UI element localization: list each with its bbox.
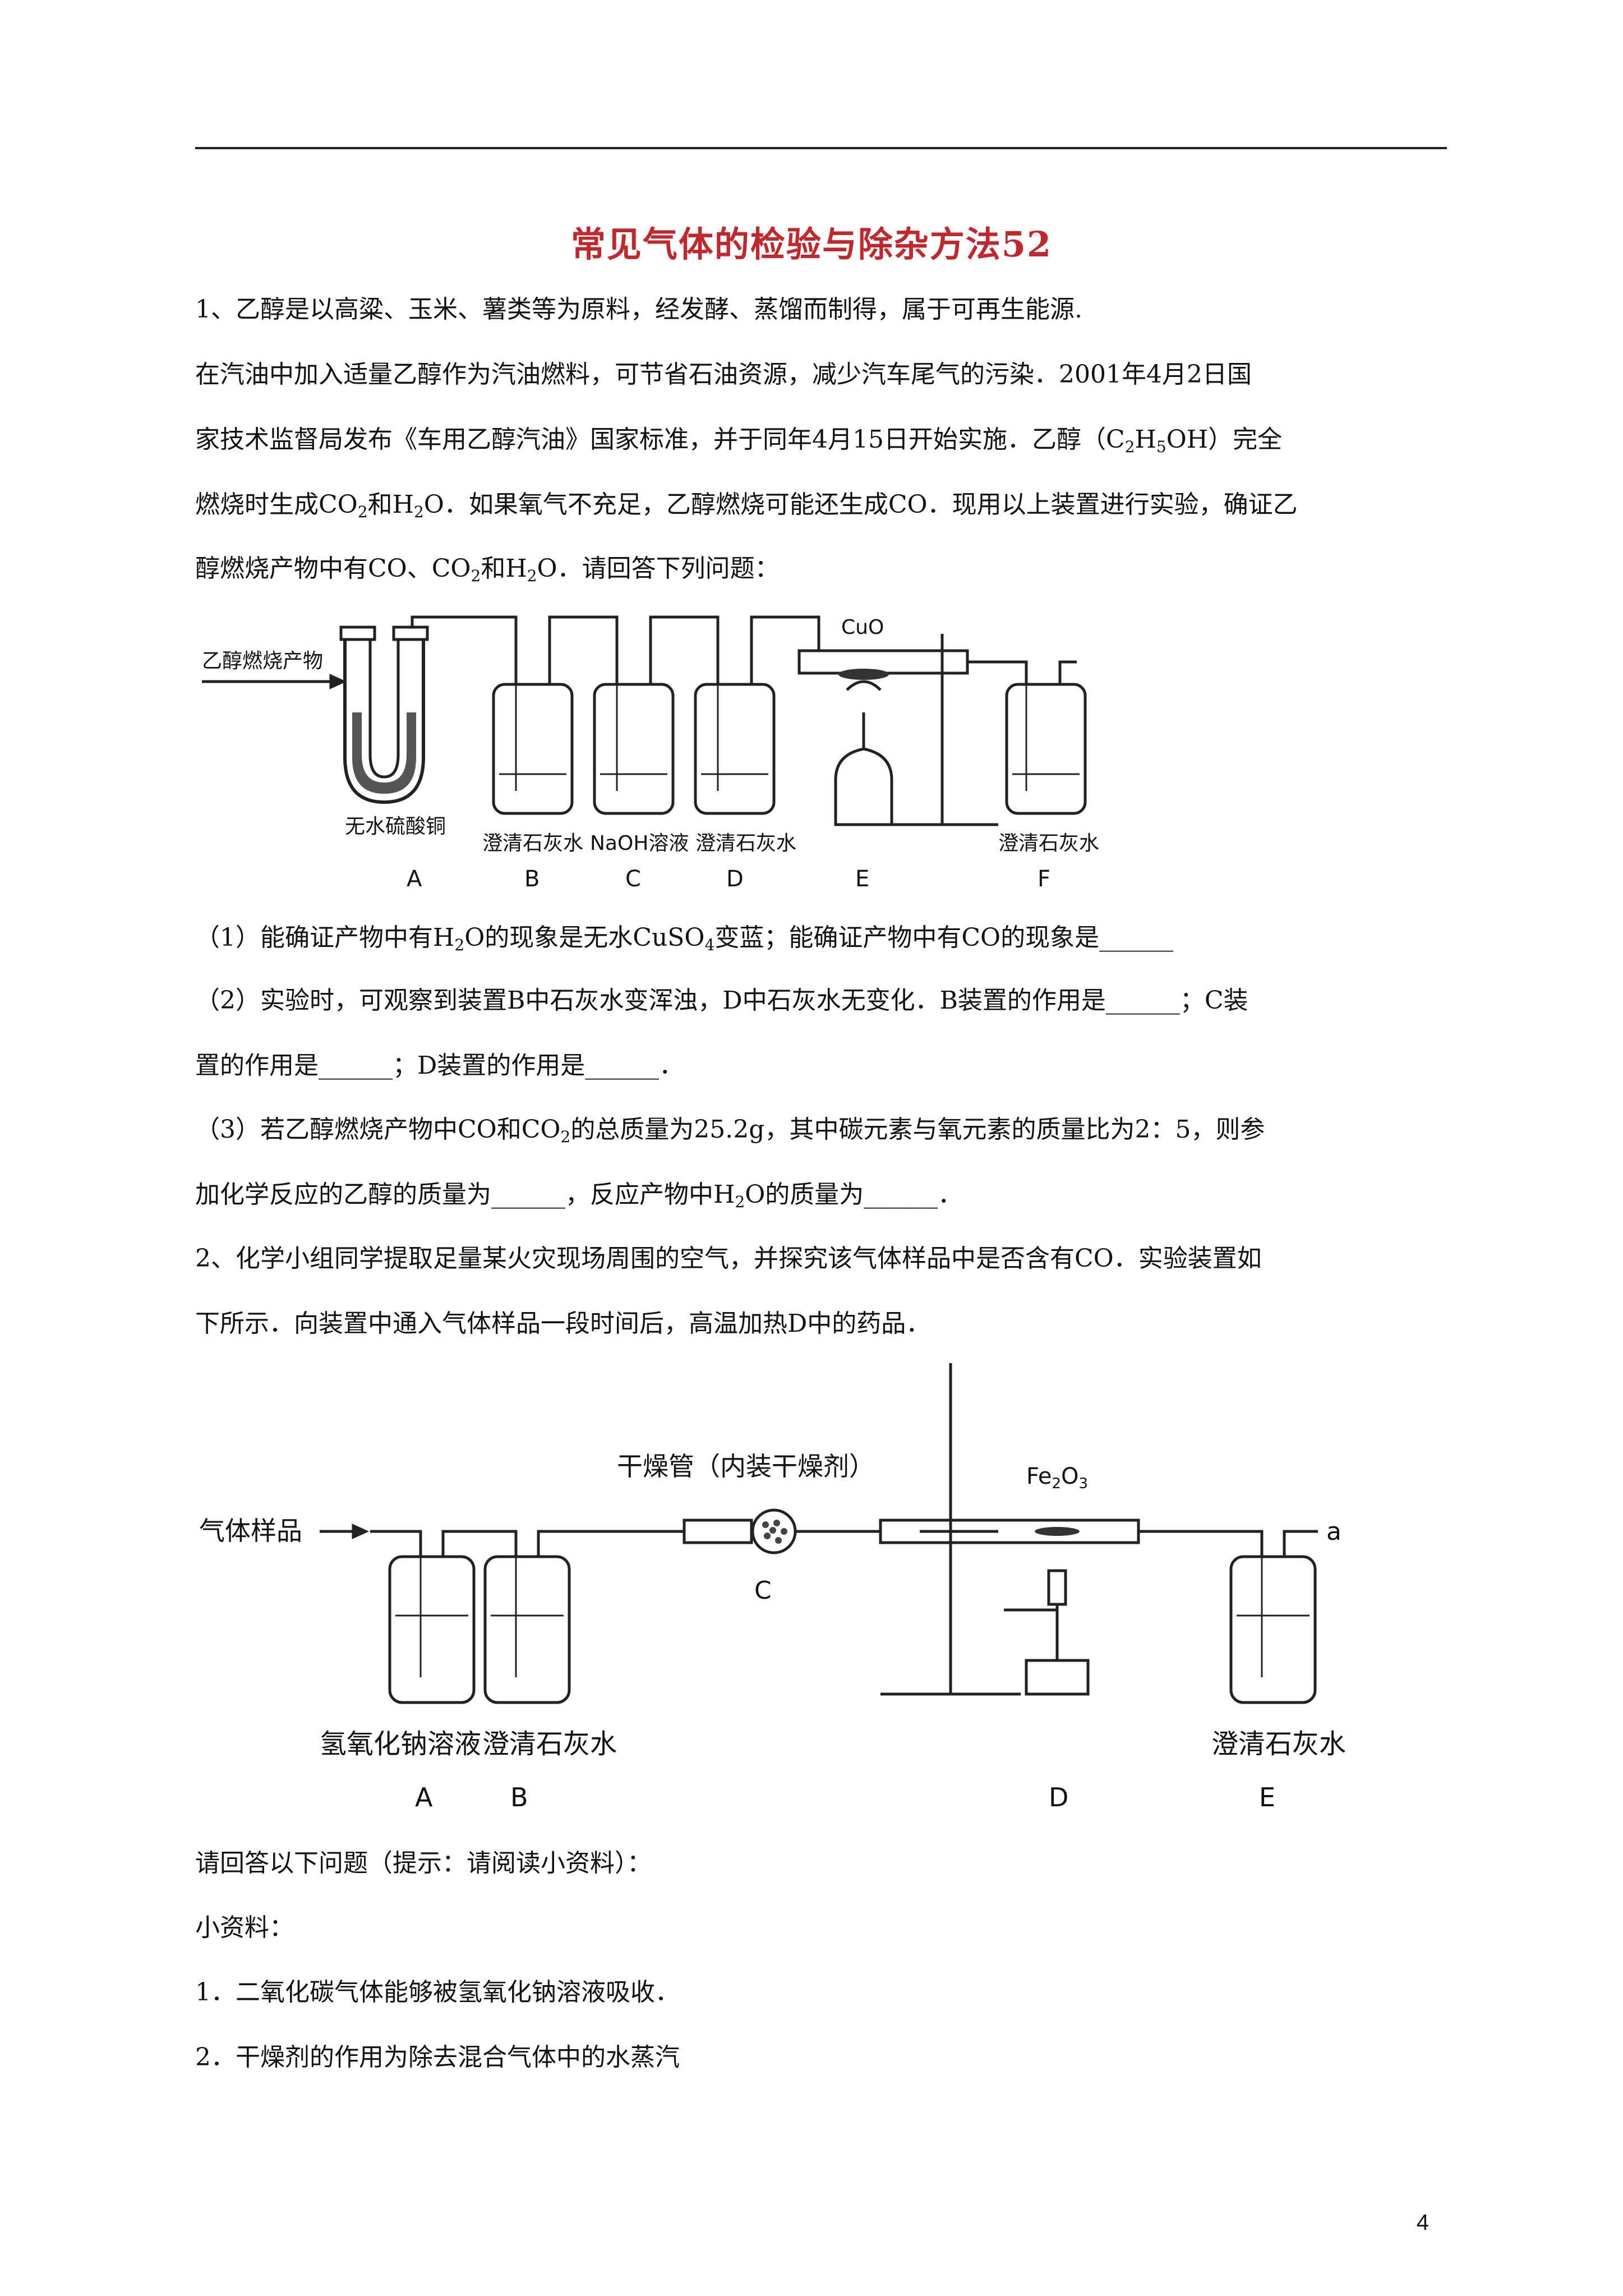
q2-fig-dryer-label: 干燥管（内装干燥剂） bbox=[617, 1451, 875, 1481]
q2-intro-line1: 2、化学小组同学提取足量某火灾现场周围的空气，并探究该气体样品中是否含有CO．实… bbox=[195, 1244, 1262, 1273]
q2-info-item-2: 2．干燥剂的作用为除去混合气体中的水蒸汽 bbox=[195, 2043, 680, 2072]
q1-fig-letter-f: F bbox=[1038, 866, 1050, 892]
q1-apparatus-figure: 乙醇燃烧产物 无水硫酸铜 CuO 澄清石灰水 NaOH溶液 澄清石灰水 澄清石灰… bbox=[202, 615, 1099, 892]
q2-apparatus-figure: 气体样品 干燥管（内装干燥剂） Fe2O3 a C 氢氧化钠溶液 澄清石灰水 澄… bbox=[199, 1363, 1346, 1812]
q1-para-line2: 家技术监督局发布《车用乙醇汽油》国家标准，并于同年4月15日开始实施．乙醇（C2… bbox=[195, 425, 1283, 456]
q2-info-title: 小资料： bbox=[195, 1913, 294, 1942]
q1-sub3-line2: 加化学反应的乙醇的质量为______，反应产物中H2O的质量为______． bbox=[195, 1180, 963, 1211]
q2-fig-letter-e: E bbox=[1259, 1782, 1275, 1812]
q2-fig-letter-d: D bbox=[1049, 1782, 1068, 1812]
q1-fig-bottle-label-c: NaOH溶液 bbox=[590, 832, 689, 855]
q1-sub2-line1: （2）实验时，可观察到装置B中石灰水变浑浊，D中石灰水无变化．B装置的作用是__… bbox=[195, 986, 1248, 1015]
q1-para-line3: 燃烧时生成CO2和H2O．如果氧气不充足，乙醇燃烧可能还生成CO．现用以上装置进… bbox=[195, 490, 1298, 521]
q1-fig-letter-d: D bbox=[726, 866, 744, 892]
q1-sub3-line1: （3）若乙醇燃烧产物中CO和CO2的总质量为25.2g，其中碳元素与氧元素的质量… bbox=[195, 1115, 1265, 1146]
q2-fig-letter-b: B bbox=[510, 1782, 528, 1812]
header-rule bbox=[195, 147, 1447, 149]
q1-fig-bottle-label-b: 澄清石灰水 bbox=[482, 832, 583, 855]
q2-fig-c-letter: C bbox=[754, 1576, 772, 1605]
q2-fig-letter-a: A bbox=[415, 1782, 433, 1812]
q1-fig-letter-b: B bbox=[524, 866, 540, 892]
page-number: 4 bbox=[1416, 2210, 1429, 2235]
page-title: 常见气体的检验与除杂方法52 bbox=[570, 224, 1053, 265]
q1-fig-letter-a: A bbox=[407, 866, 422, 892]
q1-para-line4: 醇燃烧产物中有CO、CO2和H2O．请回答下列问题： bbox=[195, 554, 780, 585]
q1-fig-bottle-label-f: 澄清石灰水 bbox=[998, 832, 1099, 855]
q2-info-item-1: 1．二氧化碳气体能够被氢氧化钠溶液吸收． bbox=[195, 1978, 680, 2007]
q2-fig-bottle-label-a: 氢氧化钠溶液 bbox=[320, 1728, 481, 1760]
q1-fig-cuo-label: CuO bbox=[841, 616, 884, 639]
q2-fig-inlet-label: 气体样品 bbox=[199, 1516, 302, 1546]
q1-fig-inlet-label: 乙醇燃烧产物 bbox=[202, 650, 323, 673]
q2-intro-line2: 下所示．向装置中通入气体样品一段时间后，高温加热D中的药品． bbox=[195, 1309, 931, 1338]
q1-fig-u-tube-label: 无水硫酸铜 bbox=[345, 815, 446, 838]
q1-sub2-line2: 置的作用是______；D装置的作用是______． bbox=[195, 1051, 684, 1080]
q1-para-line1: 在汽油中加入适量乙醇作为汽油燃料，可节省石油资源，减少汽车尾气的污染．2001年… bbox=[195, 360, 1252, 389]
q1-fig-letter-e: E bbox=[855, 866, 869, 892]
q2-fig-fe2o3-label: Fe2O3 bbox=[1026, 1464, 1088, 1492]
q2-fig-bottle-label-e: 澄清石灰水 bbox=[1211, 1728, 1346, 1760]
q1-fig-letter-c: C bbox=[625, 866, 641, 892]
q2-fig-outlet-label: a bbox=[1326, 1517, 1341, 1546]
q2-prompt: 请回答以下问题（提示：请阅读小资料）： bbox=[195, 1849, 652, 1878]
q1-sub1: （1）能确证产物中有H2O的现象是无水CuSO4变蓝；能确证产物中有CO的现象是… bbox=[195, 923, 1174, 954]
q1-fig-bottle-label-d: 澄清石灰水 bbox=[695, 832, 796, 855]
q1-intro: 1、乙醇是以高粱、玉米、薯类等为原料，经发酵、蒸馏而制得，属于可再生能源. bbox=[195, 295, 1082, 324]
q2-fig-bottle-label-b: 澄清石灰水 bbox=[482, 1728, 617, 1760]
